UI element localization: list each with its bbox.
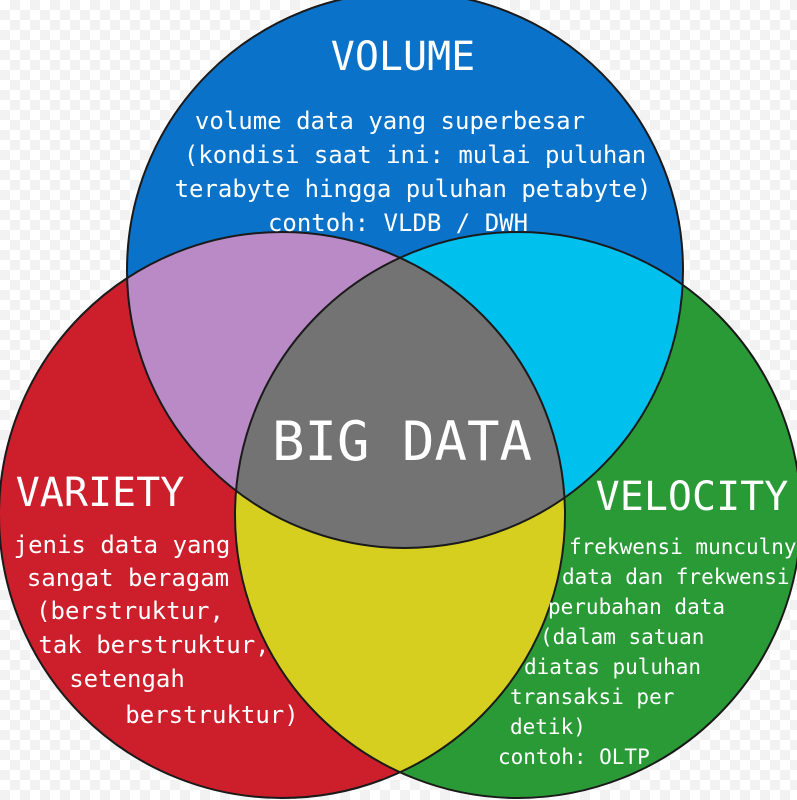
velocity-line-6: transaksi per [510,685,674,709]
velocity-line-8: contoh: OLTP [498,745,650,769]
variety-line-5: setengah [69,665,185,693]
volume-circle-outline [126,0,684,549]
velocity-line-2: data dan frekwensi [562,565,790,589]
velocity-line-7: detik) [510,715,586,739]
velocity-line-1: frekwensi munculnya [569,535,797,559]
volume-line-4: contoh: VLDB / DWH [268,209,528,237]
variety-title: VARIETY [16,470,185,516]
volume-title: VOLUME [331,34,476,80]
variety-circle-outline [0,231,566,799]
variety-line-2: sangat beragam [27,564,229,592]
volume-line-2: (kondisi saat ini: mulai puluhan [184,141,646,169]
velocity-circle-outline [234,231,797,799]
velocity-line-3: perubahan data [548,595,725,619]
velocity-line-4: (dalam satuan [540,625,704,649]
volume-line-1: volume data yang superbesar [195,107,585,135]
big-data-center-region [235,232,565,548]
volume-line-3: terabyte hingga puluhan petabyte) [175,175,652,203]
variety-line-4: tak berstruktur, [38,631,269,659]
variety-line-6: berstruktur) [125,701,298,729]
variety-line-1: jenis data yang [14,531,231,559]
variety-line-3: (berstruktur, [36,597,224,625]
big-data-label: BIG DATA [272,410,532,473]
velocity-line-5: diatas puluhan [524,655,701,679]
velocity-title: VELOCITY [596,474,789,520]
